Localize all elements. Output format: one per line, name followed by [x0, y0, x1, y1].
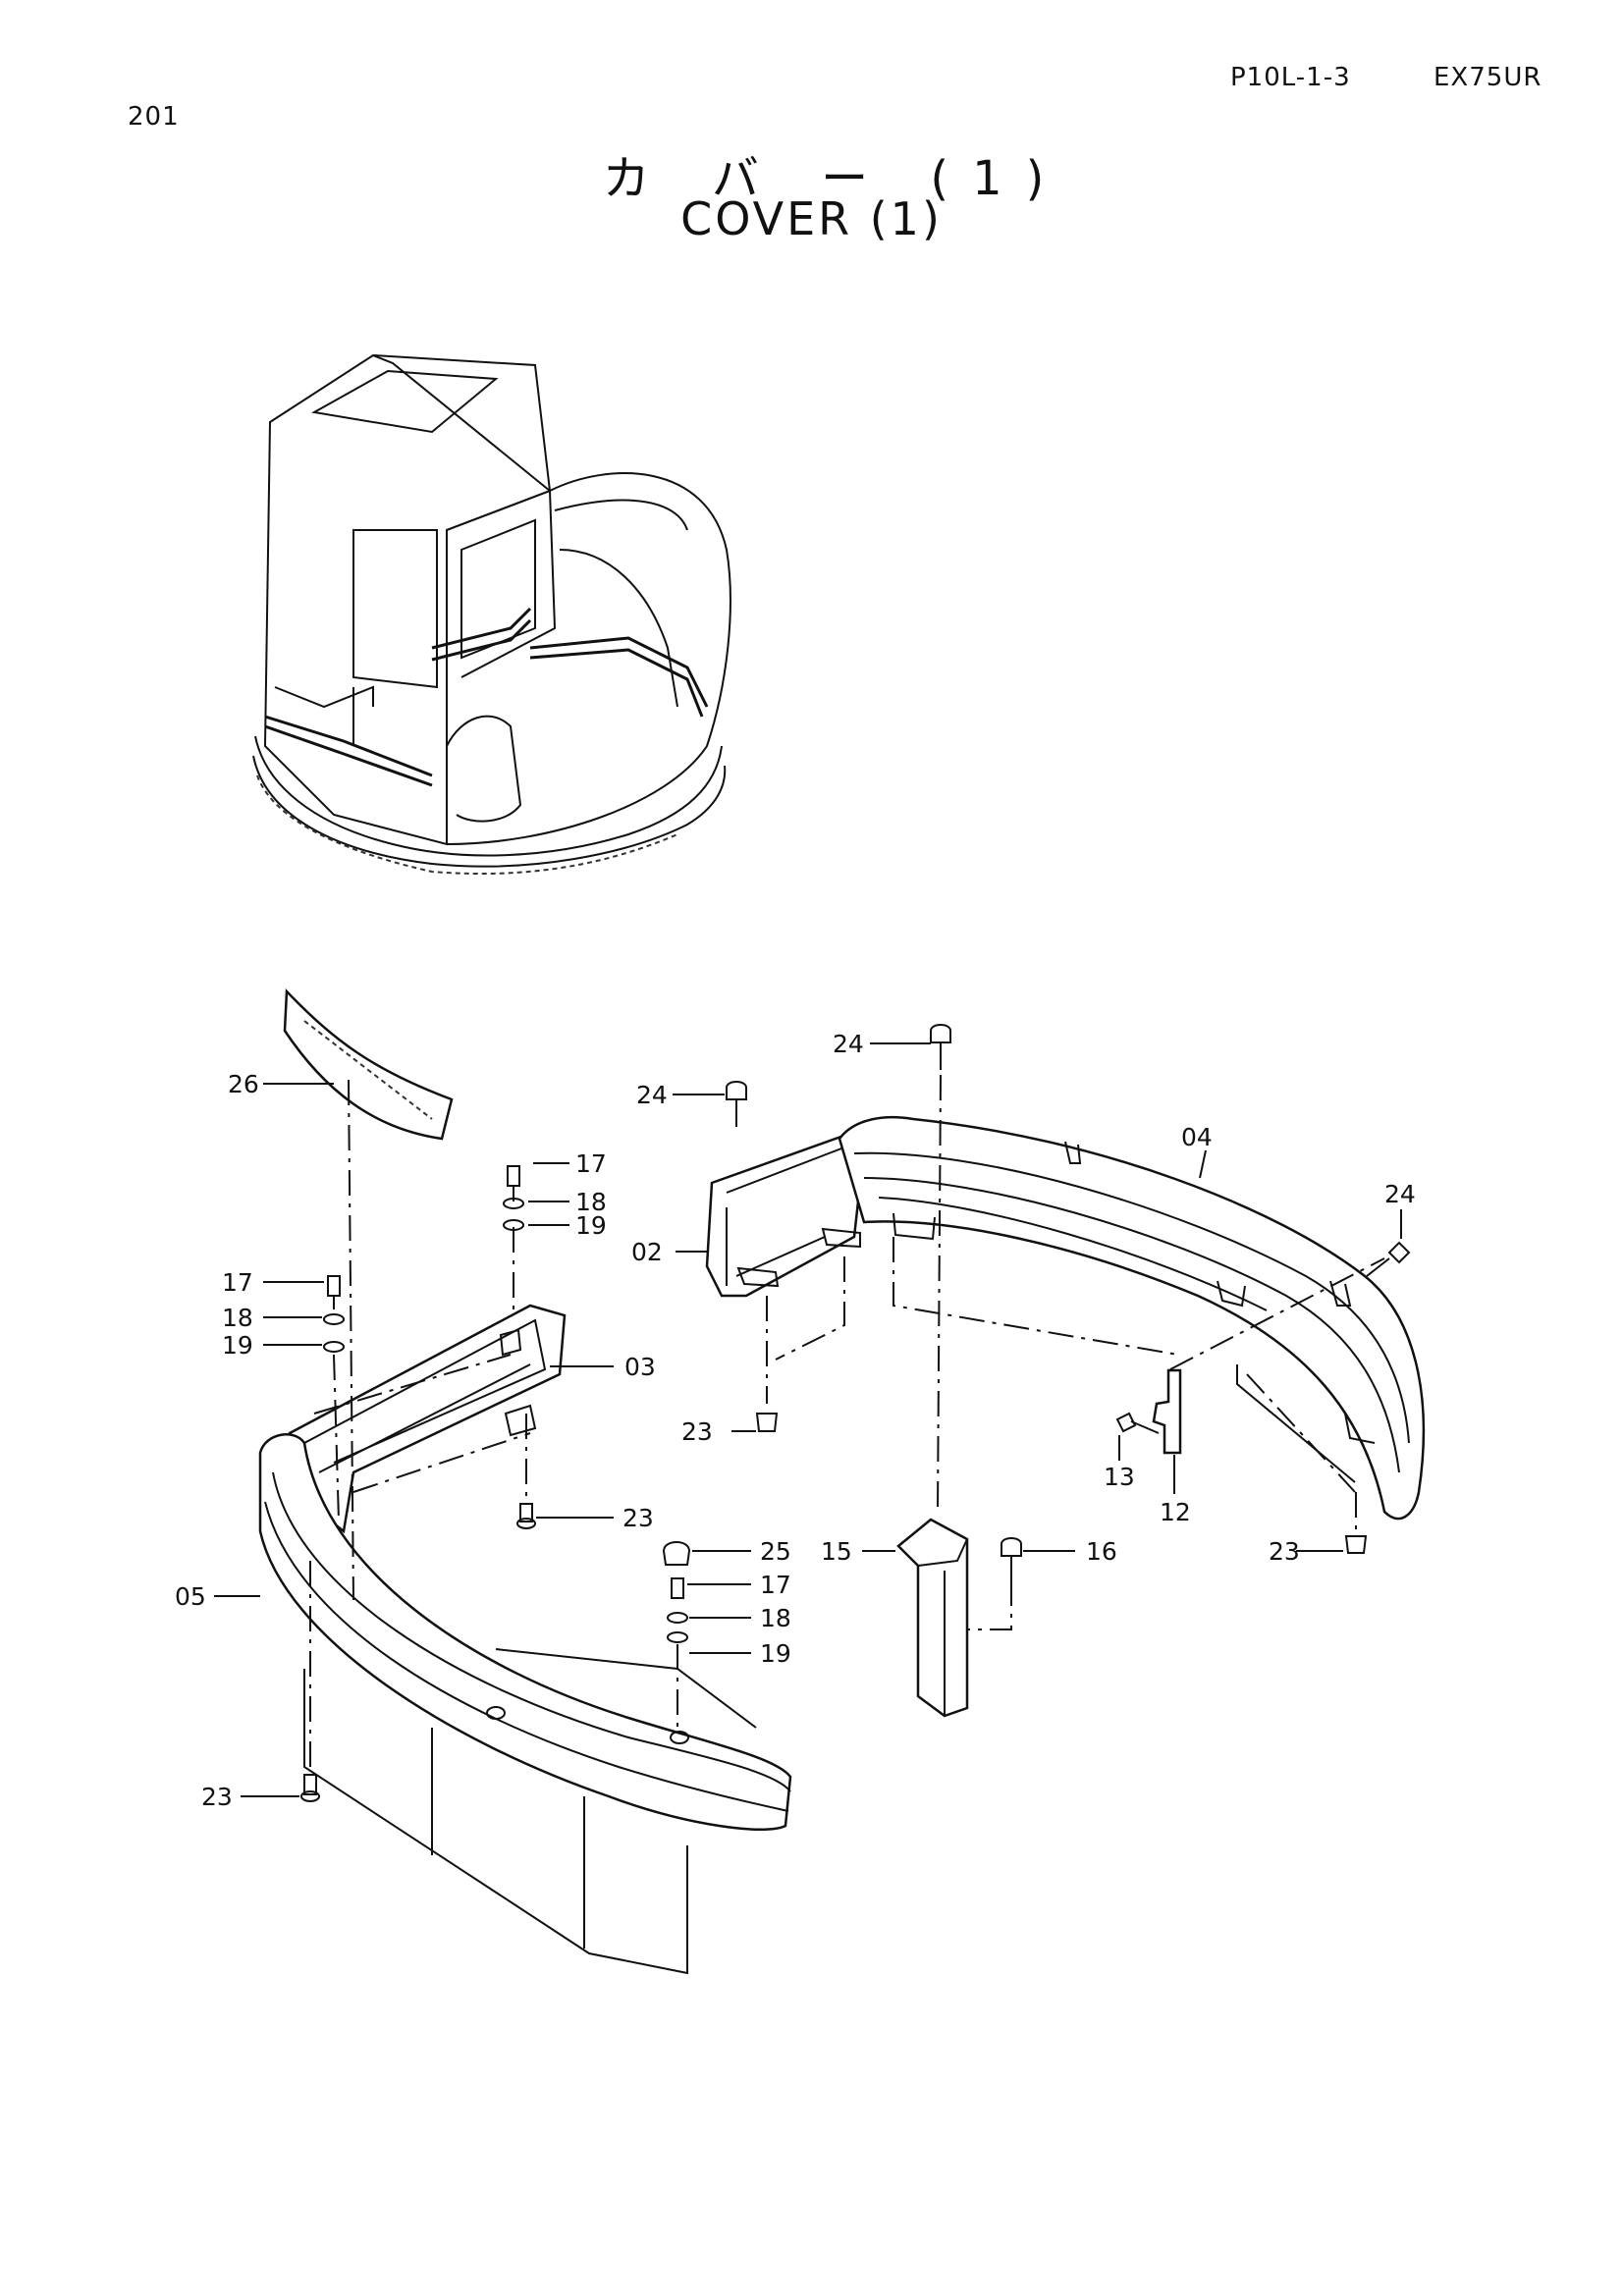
- callout-24: 24: [636, 1081, 668, 1109]
- part-12-bracket: [1152, 1368, 1182, 1455]
- callout-05: 05: [175, 1582, 206, 1611]
- part-26-plate: [283, 988, 454, 1141]
- part-02-end-piece: [705, 1132, 866, 1298]
- callout-17: 17: [575, 1149, 607, 1178]
- part-05-bumper: [258, 1433, 792, 1831]
- right-parts-group: [705, 1024, 1426, 1718]
- callout-17: 17: [760, 1571, 791, 1599]
- callout-04: 04: [1181, 1123, 1213, 1151]
- callout-13: 13: [1104, 1463, 1135, 1491]
- callout-23: 23: [622, 1504, 654, 1532]
- callout-19: 19: [575, 1211, 607, 1240]
- callout-15: 15: [821, 1537, 852, 1566]
- callout-26: 26: [228, 1070, 259, 1098]
- callout-03: 03: [624, 1353, 656, 1381]
- callout-24: 24: [1384, 1180, 1416, 1208]
- callout-18: 18: [575, 1188, 607, 1216]
- left-parts-group: [258, 988, 792, 1975]
- callout-23: 23: [681, 1417, 713, 1446]
- excavator-overview: [252, 353, 731, 876]
- callout-23: 23: [1269, 1537, 1300, 1566]
- callout-02: 02: [631, 1238, 663, 1266]
- part-03-bracket: [288, 1304, 567, 1534]
- title-japanese: カ バ ー (1): [602, 151, 1068, 206]
- part-04-cover: [838, 1115, 1426, 1521]
- title-english: COVER (1): [680, 192, 943, 245]
- document-code: P10L-1-3: [1230, 63, 1351, 92]
- callout-16: 16: [1086, 1537, 1117, 1566]
- callout-17: 17: [222, 1268, 253, 1297]
- page-number: 201: [128, 102, 180, 132]
- callout-23: 23: [201, 1783, 233, 1811]
- callout-18: 18: [760, 1604, 791, 1632]
- callout-labels: 26 17 18 19 17 18 19 03 23 23 05 23 25 1…: [175, 1030, 1416, 1811]
- leader-lines: [214, 1042, 1402, 1797]
- part-15-channel: [896, 1518, 969, 1718]
- callout-18: 18: [222, 1304, 253, 1332]
- machine-model: EX75UR: [1434, 63, 1542, 92]
- callout-24: 24: [833, 1030, 864, 1058]
- callout-12: 12: [1160, 1498, 1191, 1526]
- callout-19: 19: [222, 1331, 253, 1360]
- callout-19: 19: [760, 1639, 791, 1668]
- callout-25: 25: [760, 1537, 791, 1566]
